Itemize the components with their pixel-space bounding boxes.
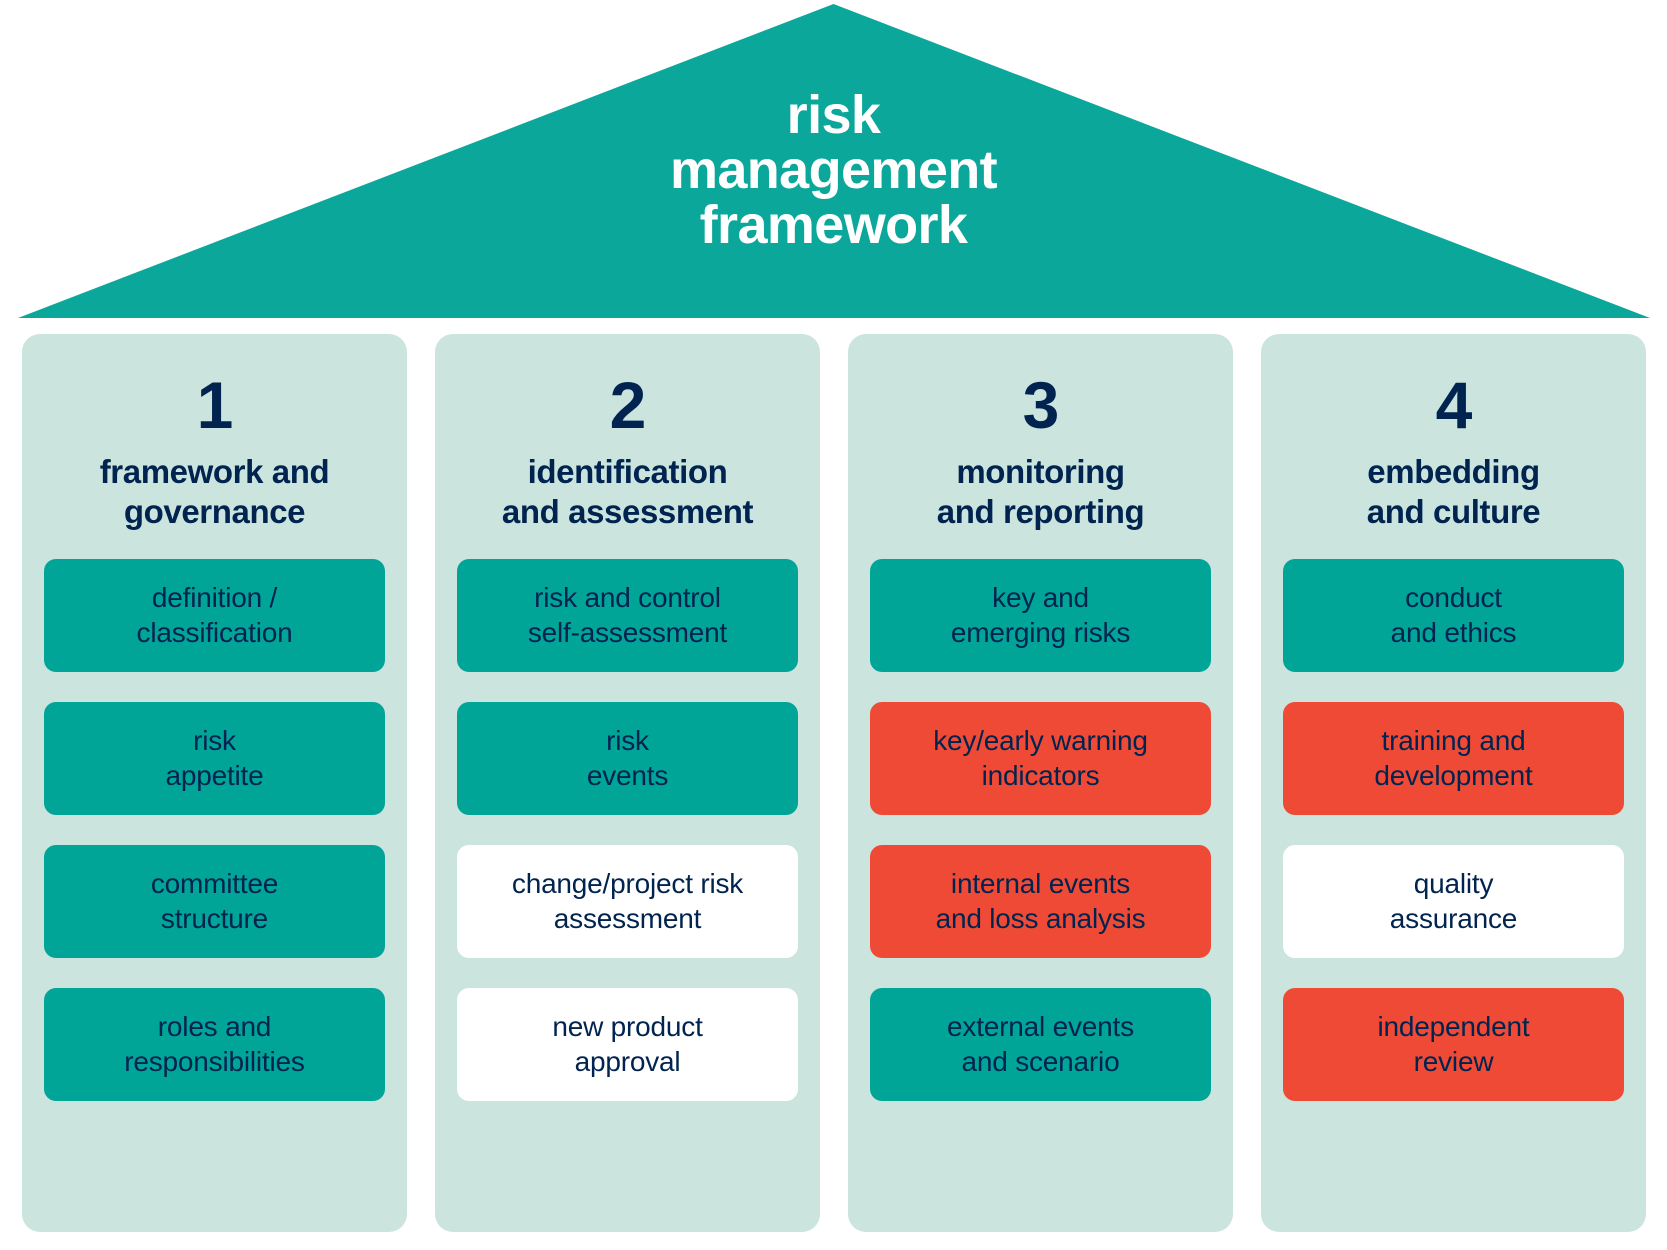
pillar-1-framework-and-governance: 1 framework and governance definition / … bbox=[22, 334, 407, 1232]
pillar-3-item-1[interactable]: key and emerging risks bbox=[870, 558, 1211, 672]
pillar-4-item-4[interactable]: independent review bbox=[1283, 987, 1624, 1101]
pillar-1-item-4[interactable]: roles and responsibilities bbox=[44, 987, 385, 1101]
pillar-2-item-3[interactable]: change/project risk assessment bbox=[457, 844, 798, 958]
pillar-2-number: 2 bbox=[609, 368, 647, 442]
roof-triangle-shape bbox=[18, 4, 1650, 318]
pillar-4-number: 4 bbox=[1435, 368, 1473, 442]
pillar-2-identification-and-assessment: 2 identification and assessment risk and… bbox=[435, 334, 820, 1232]
pillar-2-title: identification and assessment bbox=[501, 453, 754, 531]
pillar-3-item-4[interactable]: external events and scenario bbox=[870, 987, 1211, 1101]
pillar-1-item-3[interactable]: committee structure bbox=[44, 844, 385, 958]
pillar-3-monitoring-and-reporting: 3 monitoring and reporting key and emerg… bbox=[848, 334, 1233, 1232]
pillar-4-item-2[interactable]: training and development bbox=[1283, 701, 1624, 815]
pillar-2-item-4[interactable]: new product approval bbox=[457, 987, 798, 1101]
pillar-2-item-2[interactable]: risk events bbox=[457, 701, 798, 815]
pillar-1-items: definition / classification risk appetit… bbox=[44, 558, 385, 1101]
pillar-4-item-3[interactable]: quality assurance bbox=[1283, 844, 1624, 958]
pillar-1-item-1[interactable]: definition / classification bbox=[44, 558, 385, 672]
pillar-3-number: 3 bbox=[1022, 368, 1060, 442]
pillar-3-item-2[interactable]: key/early warning indicators bbox=[870, 701, 1211, 815]
pillar-row: 1 framework and governance definition / … bbox=[22, 334, 1646, 1232]
pillar-3-items: key and emerging risks key/early warning… bbox=[870, 558, 1211, 1101]
pillar-4-items: conduct and ethics training and developm… bbox=[1283, 558, 1624, 1101]
pillar-4-embedding-and-culture: 4 embedding and culture conduct and ethi… bbox=[1261, 334, 1646, 1232]
roof-banner: risk management framework bbox=[0, 0, 1667, 322]
pillar-2-items: risk and control self-assessment risk ev… bbox=[457, 558, 798, 1101]
pillar-1-item-2[interactable]: risk appetite bbox=[44, 701, 385, 815]
pillar-1-title: framework and governance bbox=[99, 453, 330, 531]
pillar-3-item-3[interactable]: internal events and loss analysis bbox=[870, 844, 1211, 958]
pillar-3-title: monitoring and reporting bbox=[936, 453, 1145, 531]
pillar-4-item-1[interactable]: conduct and ethics bbox=[1283, 558, 1624, 672]
pillar-2-item-1[interactable]: risk and control self-assessment bbox=[457, 558, 798, 672]
pillar-1-number: 1 bbox=[196, 368, 234, 442]
pillar-4-title: embedding and culture bbox=[1366, 453, 1541, 531]
